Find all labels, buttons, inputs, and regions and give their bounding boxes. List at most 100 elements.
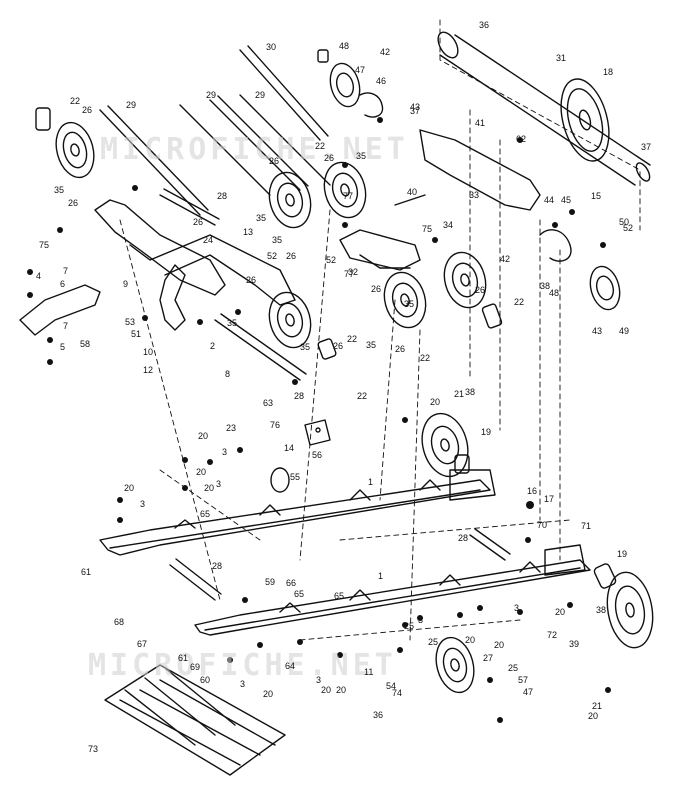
part-callout: 77 [344, 269, 355, 279]
part-callout: 15 [591, 191, 602, 201]
part-callout: 72 [547, 630, 558, 640]
part-callout: 34 [443, 220, 454, 230]
part-callout: 8 [225, 369, 231, 379]
part-callout: 35 [256, 213, 267, 223]
part-callout: 26 [82, 105, 93, 115]
part-callout: 29 [206, 90, 217, 100]
part-callout: 22 [347, 334, 358, 344]
part-callout: 1 [378, 571, 384, 581]
part-callout: 42 [380, 47, 391, 57]
part-callout: 20 [336, 685, 347, 695]
part-callout: 49 [619, 326, 630, 336]
part-callout: 39 [569, 639, 580, 649]
part-callout: 21 [592, 701, 603, 711]
part-callout: 51 [131, 329, 142, 339]
part-callout: 16 [527, 486, 538, 496]
part-callout: 26 [286, 251, 297, 261]
part-callout: 47 [355, 65, 366, 75]
part-callout: 61 [81, 567, 92, 577]
part-callout: 63 [263, 398, 274, 408]
part-callout: 36 [373, 710, 384, 720]
part-callout: 19 [617, 549, 628, 559]
part-callout: 74 [392, 688, 403, 698]
part-callout: 76 [270, 420, 281, 430]
part-callout: 65 [294, 589, 305, 599]
part-callout: 75 [39, 240, 50, 250]
part-callout: 50 [619, 217, 630, 227]
part-callout: 20 [204, 483, 215, 493]
part-callout: 52 [623, 223, 634, 233]
part-callout: 13 [243, 227, 254, 237]
part-callout: 35 [227, 318, 238, 328]
part-callout: 20 [588, 711, 599, 721]
part-callout: 45 [561, 195, 572, 205]
part-callout: 3 [418, 615, 424, 625]
part-callout: 73 [88, 744, 99, 754]
part-callout: 52 [267, 251, 278, 261]
leader-lines [119, 19, 641, 641]
part-callout: 67 [137, 639, 148, 649]
part-callout: 26 [333, 341, 344, 351]
part-callout: 31 [556, 53, 567, 63]
part-callout: 3 [316, 675, 322, 685]
part-callout: 68 [114, 617, 125, 627]
part-callout: 20 [494, 640, 505, 650]
part-callout: 61 [178, 653, 189, 663]
part-callout: 65 [200, 509, 211, 519]
part-callout: 64 [285, 661, 296, 671]
part-callout: 57 [518, 675, 529, 685]
part-callout: 24 [203, 235, 214, 245]
part-callout: 26 [371, 284, 382, 294]
part-callout: 56 [312, 450, 323, 460]
part-callout: 53 [125, 317, 136, 327]
part-callout: 26 [246, 275, 257, 285]
front-arm [19, 199, 296, 336]
part-callout: 37 [641, 142, 652, 152]
part-callout: 26 [193, 217, 204, 227]
part-callout: 47 [523, 687, 534, 697]
part-callout: 3 [140, 499, 146, 509]
fasteners [27, 117, 611, 723]
part-callout: 25 [404, 621, 415, 631]
part-callout: 38 [596, 605, 607, 615]
part-callout: 20 [321, 685, 332, 695]
wear-strip [104, 664, 286, 776]
part-callout: 32 [348, 267, 359, 277]
part-callout: 17 [544, 494, 555, 504]
part-callout: 40 [407, 187, 418, 197]
part-callout: 19 [481, 427, 492, 437]
part-callout: 28 [294, 391, 305, 401]
part-callout: 48 [339, 41, 350, 51]
part-callout: 27 [483, 653, 494, 663]
part-callout: 7 [63, 321, 69, 331]
part-callout: 26 [395, 344, 406, 354]
part-callout: 20 [198, 431, 209, 441]
part-callout: 12 [143, 365, 154, 375]
part-callout: 21 [454, 389, 465, 399]
part-callout: 22 [420, 353, 431, 363]
part-callout: 26 [324, 153, 335, 163]
rear-arm [339, 92, 572, 271]
part-callout: 3 [514, 603, 520, 613]
part-callout: 77 [343, 191, 354, 201]
part-callout: 66 [286, 578, 297, 588]
part-callout: 55 [290, 472, 301, 482]
part-callout: 59 [265, 577, 276, 587]
part-callout: 43 [410, 102, 421, 112]
part-callout: 35 [356, 151, 367, 161]
part-callout: 23 [226, 423, 237, 433]
part-callout: 20 [124, 483, 135, 493]
part-callout: 26 [269, 156, 280, 166]
part-callout: 48 [549, 288, 560, 298]
spacers [35, 49, 617, 589]
part-callout: 28 [458, 533, 469, 543]
part-callout: 35 [404, 299, 415, 309]
part-callout: 22 [357, 391, 368, 401]
part-callout: 22 [315, 141, 326, 151]
part-callout: 30 [266, 42, 277, 52]
part-callout: 20 [555, 607, 566, 617]
part-callout: 58 [80, 339, 91, 349]
part-callout: 44 [544, 195, 555, 205]
